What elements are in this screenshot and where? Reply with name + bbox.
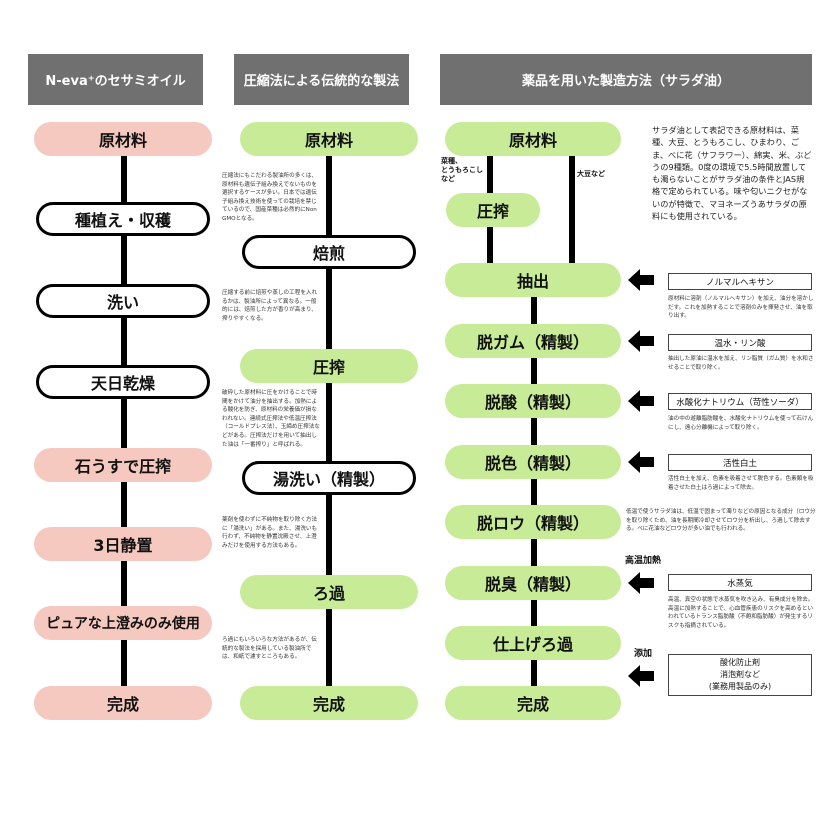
trad-step-complete: 完成 (240, 686, 418, 720)
agent-note-hexane: 原材料に溶剤（ノルマルヘキサン）を加え、油分を溶かしだす。これを加熱することで溶… (668, 296, 814, 320)
chem-step-deacid: 脱酸（精製） (445, 384, 621, 418)
agent-box-additives: 酸化防止剤 消泡剤など (業務用製品のみ) (668, 654, 812, 696)
neva-step-complete: 完成 (34, 686, 212, 720)
agent-box-hexane: ノルマルヘキサン (668, 273, 812, 290)
additive-line: 酸化防止剤 (720, 658, 760, 667)
trad-step-roast: 焙煎 (242, 235, 416, 269)
agent-box-sodium-hydroxide: 水酸化ナトリウム（苛性ソーダ） (668, 393, 812, 410)
chem-step-dewax: 脱ロウ（精製） (445, 505, 621, 539)
neva-step-sun-dry: 天日乾燥 (36, 365, 210, 399)
salad-oil-intro: サラダ油として表記できる原材料は、菜種、大豆、とうもろこし、ひまわり、ごま、べに… (652, 125, 812, 222)
neva-step-raw: 原材料 (34, 122, 212, 156)
heading-high-temp: 高温加熱 (625, 556, 662, 566)
chem-step-complete: 完成 (445, 686, 621, 720)
agent-box-activated-clay: 活性白土 (668, 454, 812, 471)
branch-label-rapeseed-corn: 菜種、 とうもろこし など (441, 157, 483, 183)
trad-step-hot-wash: 湯洗い（精製） (242, 461, 416, 495)
chem-step-deodor: 脱臭（精製） (445, 566, 621, 600)
heading-additive: 添加 (634, 649, 653, 659)
trad-note-raw: 圧縮法にもこだわる製油所の多くは、原材料も遺伝子組み換えでないものを選択するケー… (222, 173, 318, 222)
arrow-left-icon (628, 451, 654, 473)
neva-step-pure-top: ピュアな上澄みのみ使用 (34, 606, 212, 640)
trad-step-press: 圧搾 (240, 349, 418, 383)
chem-step-decolor: 脱色（精製） (445, 445, 621, 479)
chem-step-final-filter: 仕上げろ過 (445, 626, 621, 660)
arrow-left-icon (628, 665, 654, 687)
agent-box-hot-water-phosphoric: 温水・リン酸 (668, 334, 812, 351)
chem-step-raw: 原材料 (445, 122, 621, 156)
agent-box-steam: 水蒸気 (668, 574, 812, 591)
chem-step-press: 圧搾 (446, 193, 540, 227)
flow-line-traditional (326, 150, 332, 700)
branch-label-soybean: 大豆など (577, 170, 605, 178)
trad-note-roast: 圧縮する前に焙煎や蒸しの工程を入れるかは、製油所によって異なる。一般的には、焙煎… (222, 290, 318, 322)
trad-step-raw: 原材料 (240, 122, 418, 156)
chem-step-extract: 抽出 (445, 263, 621, 297)
arrow-left-icon (628, 269, 654, 291)
dewax-note: 低温で使うサラダ油は、低温で固まって濁りなどの原因となる成分（ロウ分を取り除くた… (626, 509, 816, 533)
neva-step-wash: 洗い (36, 284, 210, 318)
column-header-neva: N-eva⁺のセサミオイル (28, 54, 203, 105)
flow-line-chem-main (531, 290, 537, 700)
chem-step-degum: 脱ガム（精製） (445, 324, 621, 358)
agent-note-activated-clay: 活性白土を加え、色素を吸着させて脱色する。色素類を吸着させた白土はろ過によって除… (668, 476, 814, 491)
trad-note-press: 破砕した原材料に圧をかけることで時間をかけて油分を抽出する。加熱による酸化を防ぎ… (222, 390, 320, 448)
arrow-left-icon (628, 572, 654, 594)
arrow-left-icon (628, 330, 654, 352)
flow-line-chem-right (569, 152, 575, 272)
column-header-traditional: 圧縮法による伝統的な製法 (234, 54, 409, 105)
neva-step-settle: 3日静置 (34, 527, 212, 561)
agent-note-sodium-hydroxide: 油の中の遊離脂肪酸を、水酸化ナトリウムを使って石けんにし、遠心分離機によって取り… (668, 416, 814, 431)
trad-note-filter: ろ過にもいろいろな方法があるが、伝統的な製法を採用している製油所では、和紙で濾す… (222, 637, 317, 661)
neva-step-plant-harvest: 種植え・収穫 (36, 202, 210, 236)
additive-line: (業務用製品のみ) (708, 682, 772, 691)
additive-line: 消泡剤など (720, 670, 760, 679)
trad-note-hot-wash: 薬剤を使わずに不純物を取り除く方法に「湯洗い」がある。また、湯洗いも行わず、不純… (222, 517, 318, 549)
arrow-left-icon (628, 390, 654, 412)
agent-note-steam: 高温、真空の状態で水蒸気を吹き込み、有臭成分を除去。高温に加熱することで、心血管… (668, 597, 814, 629)
column-header-chemical: 薬品を用いた製造方法（サラダ油） (440, 54, 812, 105)
trad-step-filter: ろ過 (240, 575, 418, 609)
agent-note-hot-water-phosphoric: 抽出した原油に温水を加え、リン脂質（ガム質）を水和させることで取り除く。 (668, 356, 814, 371)
flow-line-neva (121, 150, 127, 700)
neva-step-stone-press: 石うすで圧搾 (34, 448, 212, 482)
